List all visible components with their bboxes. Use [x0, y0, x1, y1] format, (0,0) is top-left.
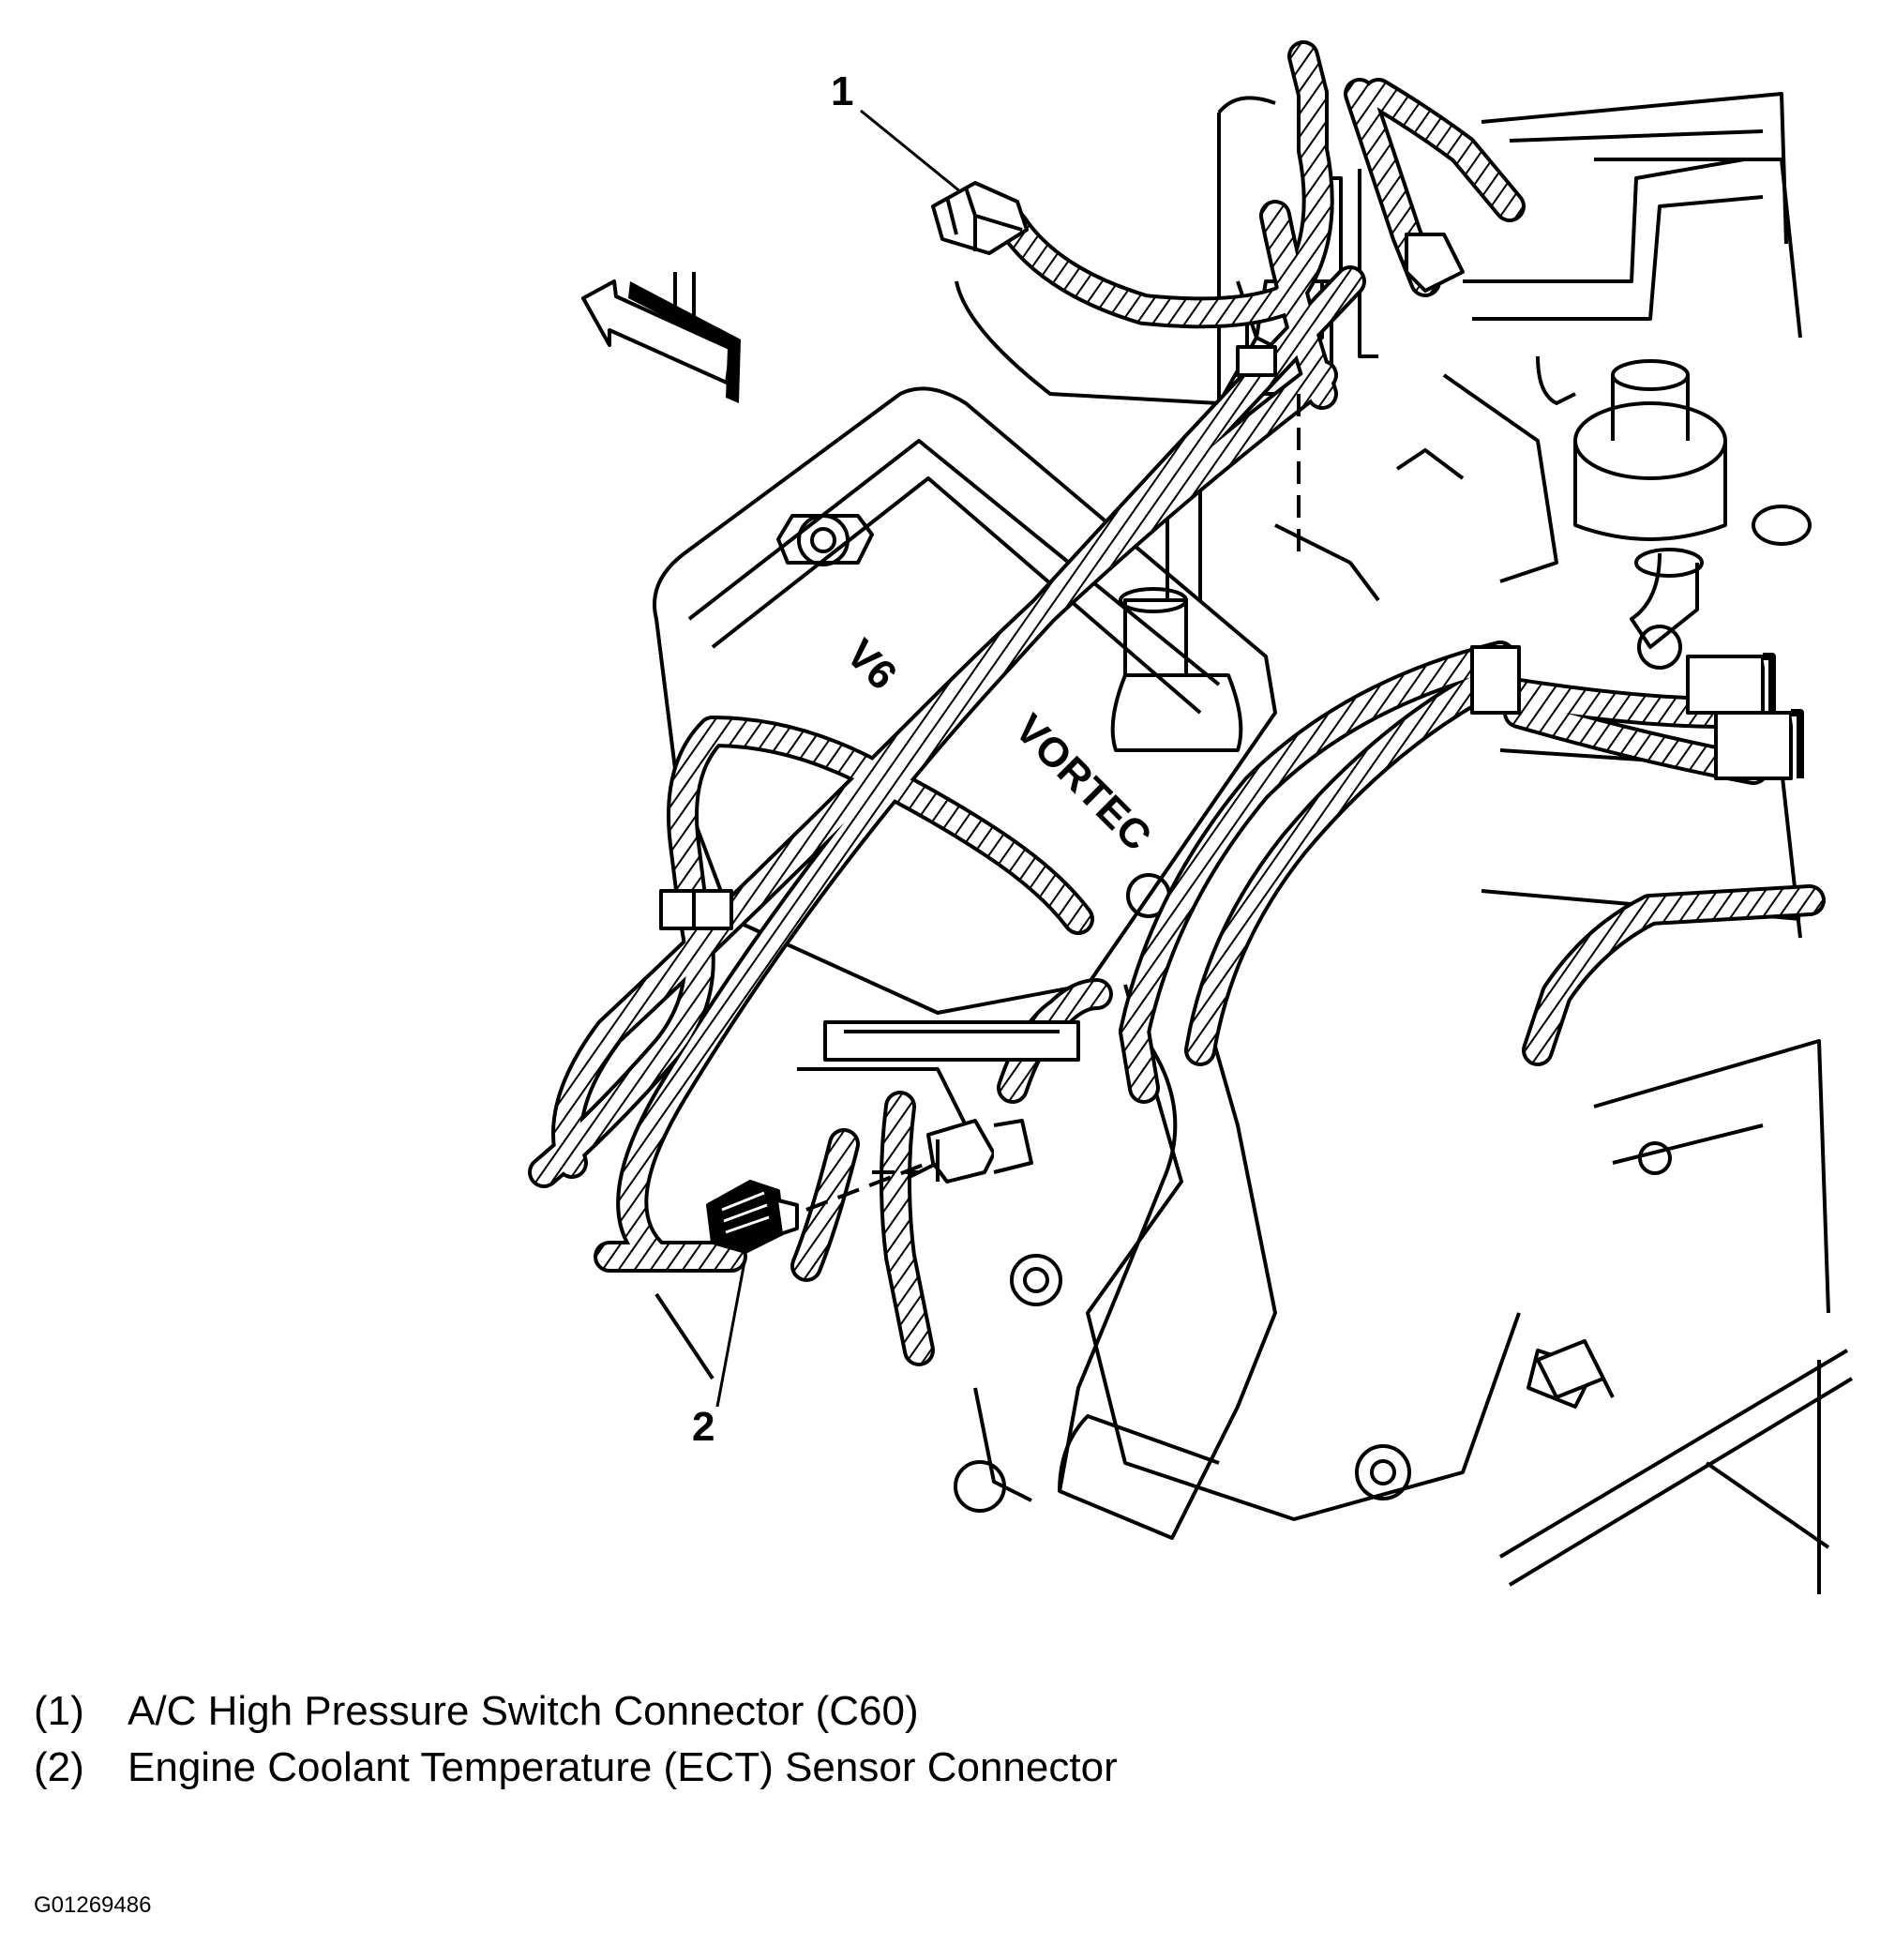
- legend-item: (1) A/C High Pressure Switch Connector (…: [34, 1688, 1159, 1735]
- legend-item: (2) Engine Coolant Temperature (ECT) Sen…: [34, 1744, 1159, 1791]
- leader-line-2: [715, 1256, 747, 1408]
- figure-id: G01269486: [34, 1892, 152, 1918]
- engine-illustration: V6 VORTEC: [528, 40, 1854, 1594]
- legend-item-text: Engine Coolant Temperature (ECT) Sensor …: [128, 1744, 1118, 1790]
- connectors: [659, 181, 1804, 1399]
- front-direction-arrow-icon: [581, 279, 741, 403]
- guide-lines: [805, 394, 1301, 1212]
- leader-lines: [715, 109, 962, 1408]
- legend: (1) A/C High Pressure Switch Connector (…: [34, 1688, 1159, 1801]
- callout-number-2: 2: [692, 1404, 715, 1450]
- legend-item-text: A/C High Pressure Switch Connector (C60): [128, 1688, 919, 1734]
- valve-cover-label-vortec: VORTEC: [1006, 705, 1160, 859]
- valve-cover-label-v6: V6: [837, 630, 906, 699]
- callout-number-1: 1: [831, 68, 854, 114]
- leader-line-1: [860, 109, 962, 194]
- ac-high-pressure-switch-connector: [931, 181, 1029, 255]
- legend-item-number: (2): [34, 1744, 84, 1790]
- legend-item-number: (1): [34, 1688, 84, 1734]
- ect-sensor-connector: [706, 1180, 799, 1254]
- wiring-harness: [528, 40, 1826, 1366]
- ect-sensor: [926, 1119, 1033, 1184]
